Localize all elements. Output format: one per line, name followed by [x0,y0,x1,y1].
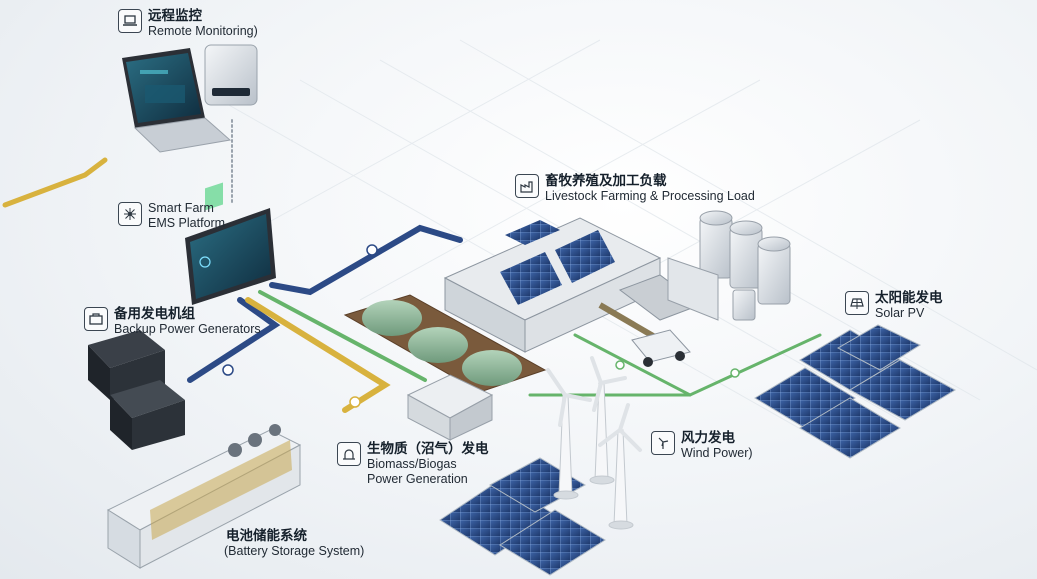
cable-ems-biogas [258,290,427,382]
remote-monitoring-zh: 远程监控 [148,8,202,23]
biomass-en2: Power Generation [367,471,468,486]
solar-pv-zh: 太阳能发电 [875,290,943,305]
solar-array-right [754,324,957,459]
backup-generators-en: Backup Power Generators [114,321,261,336]
biomass-zh: 生物质（沼气）发电 [367,441,489,456]
cable-gold-left [2,157,108,208]
wind-power-label: 风力发电 Wind Power) [651,430,753,461]
cable-ems-livestock [269,224,463,296]
battery-storage-en: (Battery Storage System) [224,543,365,558]
solar-pv-en: Solar PV [875,305,925,320]
remote-monitoring-en: Remote Monitoring) [148,23,258,38]
factory-icon [515,174,539,198]
generators-illustration [88,330,185,450]
battery-storage-zh: 电池储能系统 [226,528,307,543]
biogas-icon [337,442,361,466]
remote-laptop-illustration [122,48,232,153]
wind-turbine-icon [651,431,675,455]
solar-panel-icon [845,291,869,315]
ems-platform-label: Smart Farm EMS Platform [118,201,225,231]
livestock-barn-illustration [443,217,702,353]
biogas-digester-illustration [343,294,547,441]
backup-generators-zh: 备用发电机组 [114,306,195,321]
ems-monitor-illustration [185,182,276,305]
cables [2,119,822,413]
backup-generators-label: 备用发电机组 Backup Power Generators [84,306,261,337]
silos-illustration [667,210,791,321]
ems-line2: EMS Platform [148,215,226,230]
generator-icon [84,307,108,331]
wind-power-zh: 风力发电 [681,430,735,445]
biomass-label: 生物质（沼气）发电 Biomass/Biogas Power Generatio… [337,441,489,486]
network-icon [118,202,142,226]
wind-power-en: Wind Power) [681,445,753,460]
livestock-zh: 畜牧养殖及加工负载 [545,173,667,188]
server-illustration [204,44,258,106]
remote-monitoring-label: 远程监控 Remote Monitoring) [118,8,258,39]
solar-pv-label: 太阳能发电 Solar PV [845,290,943,321]
wind-turbines-illustration [546,356,642,530]
ems-line1: Smart Farm [148,201,214,215]
cable-ems-generators [187,297,281,383]
livestock-en: Livestock Farming & Processing Load [545,188,755,203]
battery-container-illustration [106,424,302,569]
truck-illustration [631,329,691,367]
laptop-icon [118,9,142,33]
biomass-en1: Biomass/Biogas [367,456,457,471]
battery-storage-label: 电池储能系统 (Battery Storage System) [224,528,364,559]
livestock-label: 畜牧养殖及加工负载 Livestock Farming & Processing… [515,173,755,204]
